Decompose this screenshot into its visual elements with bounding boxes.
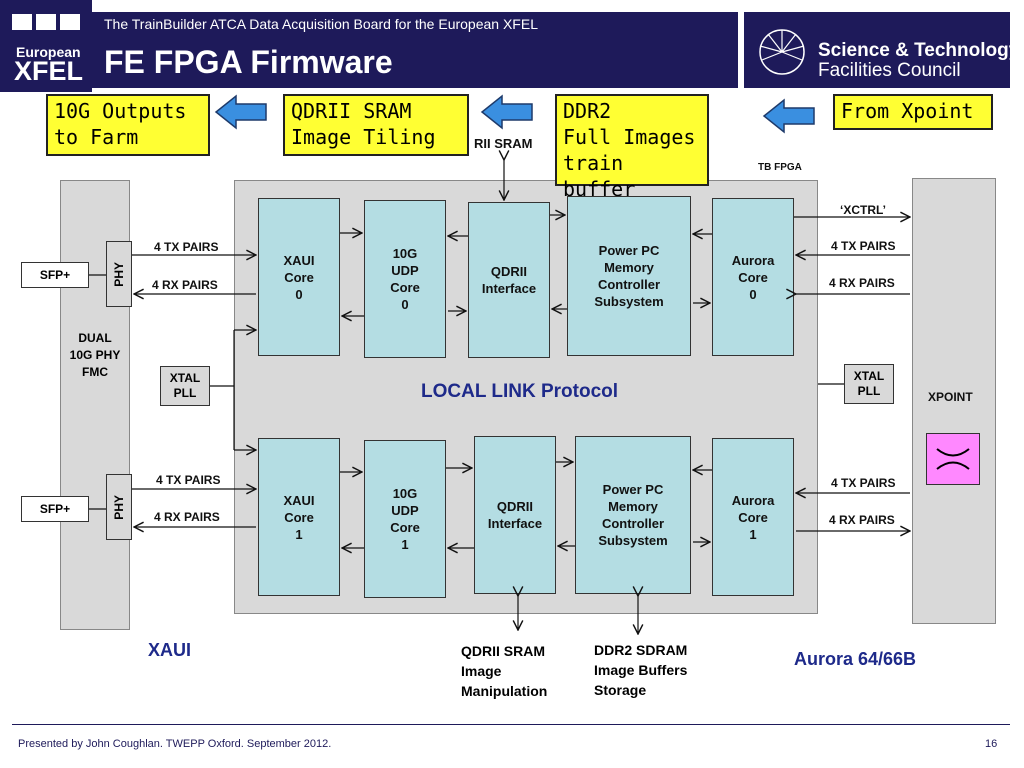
blue-arrow-icon [480,94,533,130]
qdrii-interface-top: QDRII Interface [468,202,550,358]
footer-presenter: Presented by John Coughlan. TWEPP Oxford… [18,738,332,750]
aurora-core-1: Aurora Core 1 [712,438,794,596]
xfel-logo [0,0,92,92]
aurora-caption: Aurora 64/66B [794,649,917,669]
logo-european: European [16,44,81,60]
rx-pairs-right-top: 4 RX PAIRS [829,276,895,290]
tx-pairs-right-bottom: 4 TX PAIRS [831,476,896,490]
ddr2-sdram-caption: DDR2 SDRAM Image Buffers Storage [594,642,688,698]
logo-square-icon [60,14,80,30]
slide-title: FE FPGA Firmware [104,44,393,80]
local-link-label: LOCAL LINK Protocol [421,381,619,402]
page-number: 16 [985,738,998,750]
ppc-subsystem-bottom: Power PC Memory Controller Subsystem [575,436,691,594]
xaui-core-0: XAUI Core 0 [258,198,340,356]
phy-bottom: PHY [106,474,132,540]
logo-xfel: XFEL [14,56,84,86]
xpoint-panel [912,178,996,624]
stfc-logo [744,12,1010,88]
xpoint-label: XPOINT [928,390,973,404]
sfp-top: SFP+ [21,262,89,288]
tb-fpga-label: TB FPGA [758,162,802,173]
callout-ddr2: DDR2 Full Images train buffer [555,94,709,201]
udp-core-1: 10G UDP Core 1 [364,440,446,598]
xtal-pll-right: XTAL PLL [844,364,894,404]
callout-from-xpoint: From Xpoint [833,94,993,130]
stfc-sunburst-icon [759,29,805,75]
tx-pairs-right-top: 4 TX PAIRS [831,239,896,253]
xctrl-label: ‘XCTRL’ [840,203,887,217]
stfc-name-line2: Facilities Council [818,60,961,81]
xpoint-switch-icon [926,433,980,485]
phy-top: PHY [106,241,132,307]
rx-pairs-left-top: 4 RX PAIRS [152,278,218,292]
title-bar [92,12,738,88]
qdrii-interface-bottom: QDRII Interface [474,436,556,594]
aurora-core-0: Aurora Core 0 [712,198,794,356]
callout-10g-outputs: 10G Outputs to Farm [46,94,210,156]
stfc-name-line1: Science & Technology [818,40,1020,61]
callout-qdrii-tiling: QDRII SRAM Image Tiling [283,94,469,156]
tx-pairs-left-top: 4 TX PAIRS [154,240,219,254]
footer-divider [12,724,1010,725]
udp-core-0: 10G UDP Core 0 [364,200,446,358]
rx-pairs-right-bottom: 4 RX PAIRS [829,513,895,527]
rii-sram-label: RII SRAM [474,136,533,151]
xtal-pll-left: XTAL PLL [160,366,210,406]
sfp-bottom: SFP+ [21,496,89,522]
logo-square-icon [36,14,56,30]
tx-pairs-left-bottom: 4 TX PAIRS [156,473,221,487]
qdrii-sram-caption: QDRII SRAM Image Manipulation [461,643,548,699]
crossover-icon [936,448,970,470]
dual-phy-label: DUAL 10G PHY FMC [69,331,121,379]
ppc-subsystem-top: Power PC Memory Controller Subsystem [567,196,691,356]
blue-arrow-icon [214,94,267,130]
slide-subtitle: The TrainBuilder ATCA Data Acquisition B… [104,16,538,32]
xaui-core-1: XAUI Core 1 [258,438,340,596]
xaui-caption: XAUI [148,640,192,660]
logo-square-icon [12,14,32,30]
blue-arrow-icon [762,98,815,134]
rx-pairs-left-bottom: 4 RX PAIRS [154,510,220,524]
